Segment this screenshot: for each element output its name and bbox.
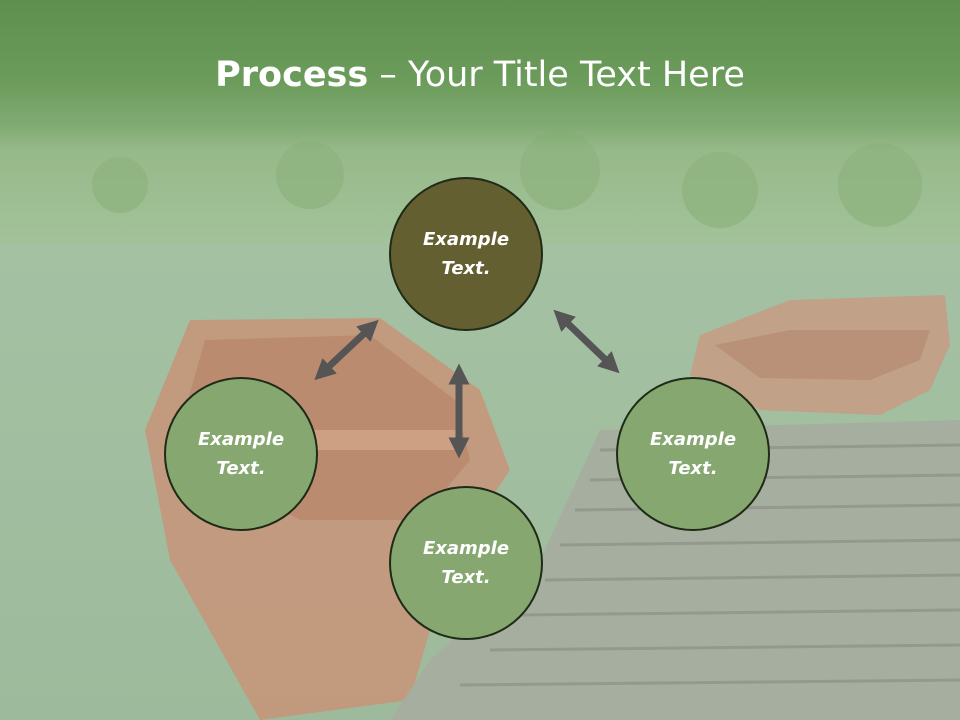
title-band xyxy=(0,0,960,150)
arrow-top-right xyxy=(553,309,620,374)
title-bold: Process xyxy=(215,55,369,95)
arrow-top-left xyxy=(314,319,379,381)
slide-title: Process – Your Title Text Here xyxy=(0,52,960,98)
boat-right xyxy=(690,295,950,415)
title-rest: – Your Title Text Here xyxy=(368,55,745,95)
